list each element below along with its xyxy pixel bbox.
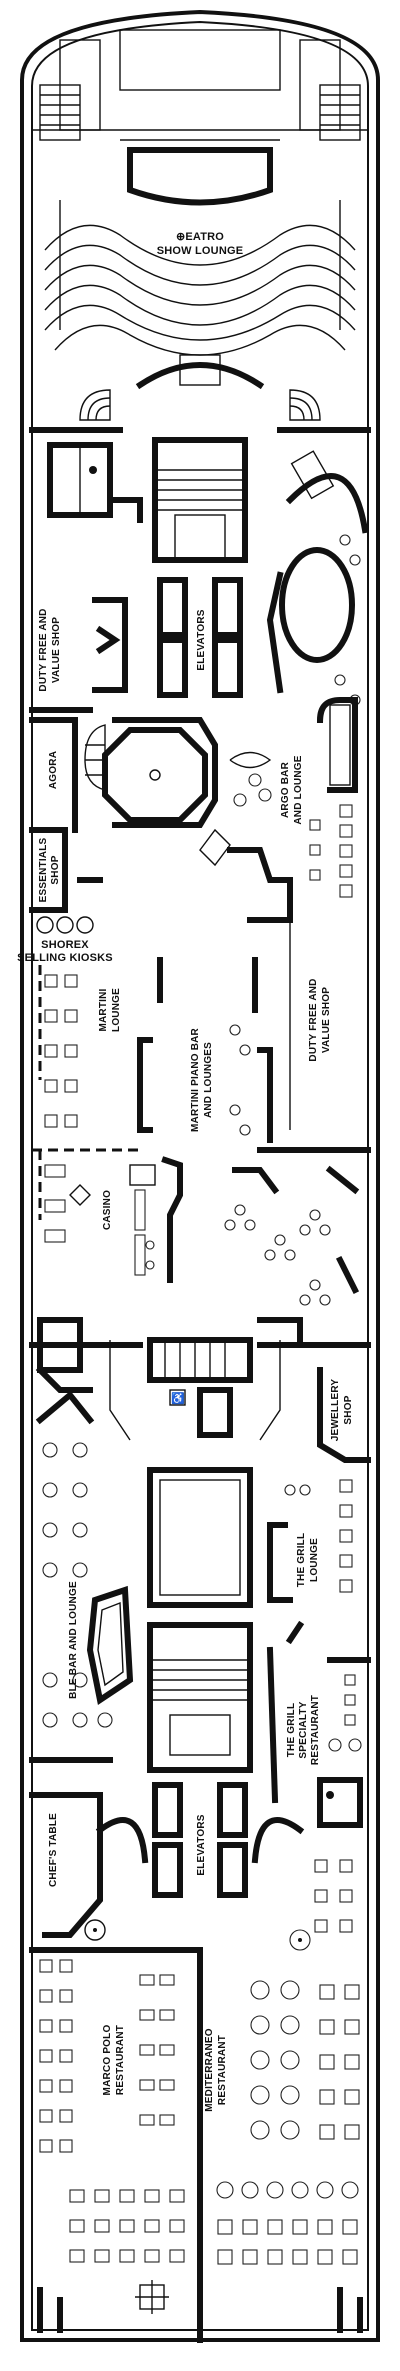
marco-polo-label-1: MARCO POLO [102, 2025, 113, 2096]
aft-lobby: ELEVATORS [95, 1622, 305, 1898]
duty-free-top-label-2: VALUE SHOP [51, 617, 62, 683]
grill-restaurant-label-2: SPECIALTY [298, 1701, 309, 1758]
essentials-shop: ESSENTIALS SHOP [29, 827, 103, 913]
elevators-top-label: ELEVATORS [196, 609, 207, 670]
marco-polo-center-tables [139, 1974, 175, 2126]
central-block [147, 1467, 253, 1608]
duty-free-mid-label-1: DUTY FREE AND [308, 978, 319, 1061]
theatre-label-2: SHOW LOUNGE [157, 245, 244, 257]
marco-polo-restaurant: MARCO POLO RESTAURANT [37, 1959, 185, 2333]
grill-restaurant-label-1: THE GRILL [286, 1703, 297, 1758]
marco-polo-label-2: RESTAURANT [115, 2025, 126, 2095]
central-atrium: ♿ [29, 1317, 371, 1441]
jewellery-shop: JEWELLERY SHOP [317, 1367, 371, 1463]
martini-lounge: MARTINI LOUNGE MARTINI PIANO BAR AND LOU… [38, 957, 273, 1143]
chefs-table: CHEF'S TABLE [29, 1792, 203, 1953]
mediterraneo-restaurant: MEDITERRANEO RESTAURANT [204, 1980, 363, 2333]
agora: AGORA [29, 717, 218, 833]
accessibility-icon: ♿ [171, 1392, 185, 1405]
duty-free-top: DUTY FREE AND VALUE SHOP [29, 597, 128, 713]
argo-label-1: ARGO BAR [280, 761, 291, 818]
martini-piano-label-1: MARTINI PIANO BAR [190, 1027, 201, 1132]
jewellery-label-1: JEWELLERY [330, 1379, 341, 1442]
argo-chairs [309, 804, 353, 898]
mediterraneo-round-tables [250, 1980, 300, 2140]
argo-bar-area: ARGO BAR AND LOUNGE [199, 450, 369, 923]
bow-stairs-right [319, 84, 361, 141]
martini-lounge-label-1: MARTINI [98, 988, 109, 1031]
martini-piano-label-2: AND LOUNGES [203, 1042, 214, 1118]
bow-stairs-left [39, 84, 81, 141]
theatre-stairs-left [79, 389, 111, 421]
agora-stairs [84, 724, 106, 791]
slot-machines [129, 1164, 156, 1276]
ship-hull [20, 9, 380, 2342]
duty-free-mid-label-2: VALUE SHOP [321, 987, 332, 1053]
grill-lounge: THE GRILL LOUNGE [267, 1479, 353, 1645]
martini-tables-left [44, 974, 78, 1128]
grill-lounge-label-2: LOUNGE [309, 1538, 320, 1582]
restroom-icon-aft [326, 1791, 334, 1799]
casino-tables [44, 1164, 91, 1243]
shorex-kiosks: SHOREX SELLING KIOSKS [17, 916, 113, 964]
theatre-seating [44, 200, 356, 356]
argo-bar-counter [316, 697, 358, 793]
ble-bar-tables [42, 1442, 113, 1728]
grill-lounge-chairs [284, 1479, 353, 1593]
casino-label: CASINO [102, 1190, 113, 1230]
essentials-label-2: SHOP [50, 855, 61, 884]
agora-label: AGORA [48, 751, 59, 789]
elevator-bank-top [157, 577, 243, 698]
shorex-label-1: SHOREX [41, 939, 89, 951]
duty-free-top-label-1: DUTY FREE AND [38, 608, 49, 691]
theatre-area: ⊕EATRO SHOW LOUNGE [29, 29, 371, 433]
marco-polo-aft-tables [69, 2189, 185, 2314]
mediterraneo-aft-tables [216, 2181, 359, 2265]
elevators-bottom-label: ELEVATORS [196, 1814, 207, 1875]
ble-bar-counter [86, 1585, 134, 1705]
essentials-label-1: ESSENTIALS [38, 837, 49, 902]
theatre-stairs-right [289, 389, 321, 421]
martini-lounge-chairs [229, 1024, 251, 1136]
jewellery-label-2: SHOP [343, 1395, 354, 1424]
grill-restaurant-label-3: RESTAURANT [310, 1695, 321, 1765]
forward-lobby: ELEVATORS [47, 437, 248, 698]
martini-lounge-label-2: LOUNGE [111, 988, 122, 1032]
mediterraneo-square-tables [319, 1984, 360, 2140]
duty-free-mid: DUTY FREE AND VALUE SHOP [257, 900, 371, 1153]
marco-polo-side-tables [39, 1959, 73, 2153]
restroom-icon [89, 466, 97, 474]
theatre-label-1: ⊕EATRO [176, 231, 224, 243]
argo-label-2: AND LOUNGE [293, 755, 304, 824]
mediterraneo-upper-tables [289, 1859, 353, 1951]
shorex-label-2: SELLING KIOSKS [17, 952, 113, 964]
chefs-table-label: CHEF'S TABLE [48, 1813, 59, 1887]
mediterraneo-label-1: MEDITERRANEO [204, 2028, 215, 2112]
elevator-bank-bottom [152, 1782, 248, 1898]
grill-restaurant-tables [328, 1674, 362, 1752]
ble-bar-label: BLE BAR AND LOUNGE [68, 1581, 79, 1699]
grill-lounge-label-1: THE GRILL [296, 1533, 307, 1588]
mediterraneo-label-2: RESTAURANT [217, 2035, 228, 2105]
casino: CASINO [32, 1148, 360, 1343]
ble-bar-lounge: BLE BAR AND LOUNGE [29, 1390, 134, 1763]
grill-restaurant: THE GRILL SPECIALTY RESTAURANT [266, 1646, 371, 1828]
casino-lounge-chairs [224, 1204, 331, 1306]
